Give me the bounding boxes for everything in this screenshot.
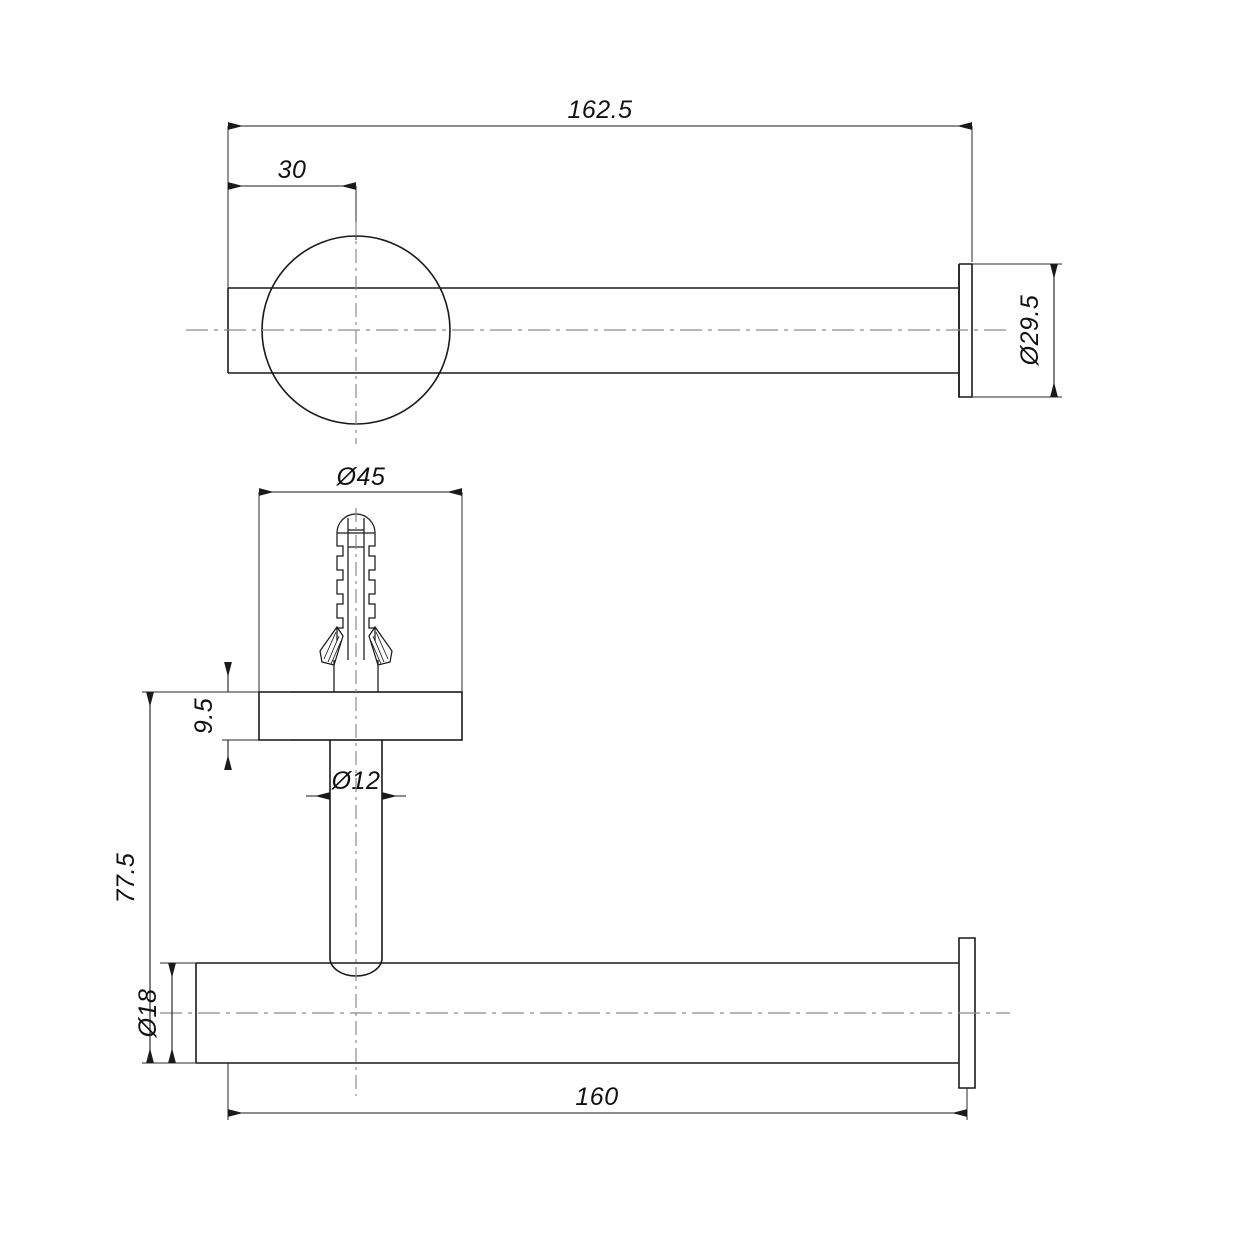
dimension-label-160: 160 [575, 1083, 618, 1111]
dimension-18: Ø18 [134, 962, 196, 1064]
dimension-9-5: 9.5 [190, 662, 290, 770]
wall-anchor-plug [319, 513, 393, 692]
dimension-label-162-5: 162.5 [567, 96, 632, 124]
side-view: Ø45 [112, 463, 1010, 1120]
top-view: 162.5 30 [186, 96, 1062, 444]
dimension-160: 160 [227, 1063, 968, 1120]
dimension-label-29-5: Ø29.5 [1016, 295, 1044, 367]
dimension-label-9-5: 9.5 [190, 698, 218, 734]
dimension-29-5: Ø29.5 [972, 263, 1062, 398]
side-bar-body [195, 962, 959, 1064]
dimension-label-30: 30 [278, 156, 307, 184]
dimension-label-45: Ø45 [336, 463, 386, 491]
dimension-label-12: Ø12 [331, 767, 381, 795]
dimension-label-77-5: 77.5 [112, 853, 140, 904]
dimension-77-5: 77.5 [112, 691, 259, 1064]
dimension-30: 30 [227, 156, 357, 300]
side-end-cap [958, 937, 976, 1089]
wall-plate-flange [258, 691, 463, 741]
dimension-12: Ø12 [306, 767, 406, 800]
dimension-label-18: Ø18 [134, 989, 162, 1039]
dimension-45: Ø45 [258, 463, 463, 692]
dimension-162-5: 162.5 [227, 96, 973, 300]
